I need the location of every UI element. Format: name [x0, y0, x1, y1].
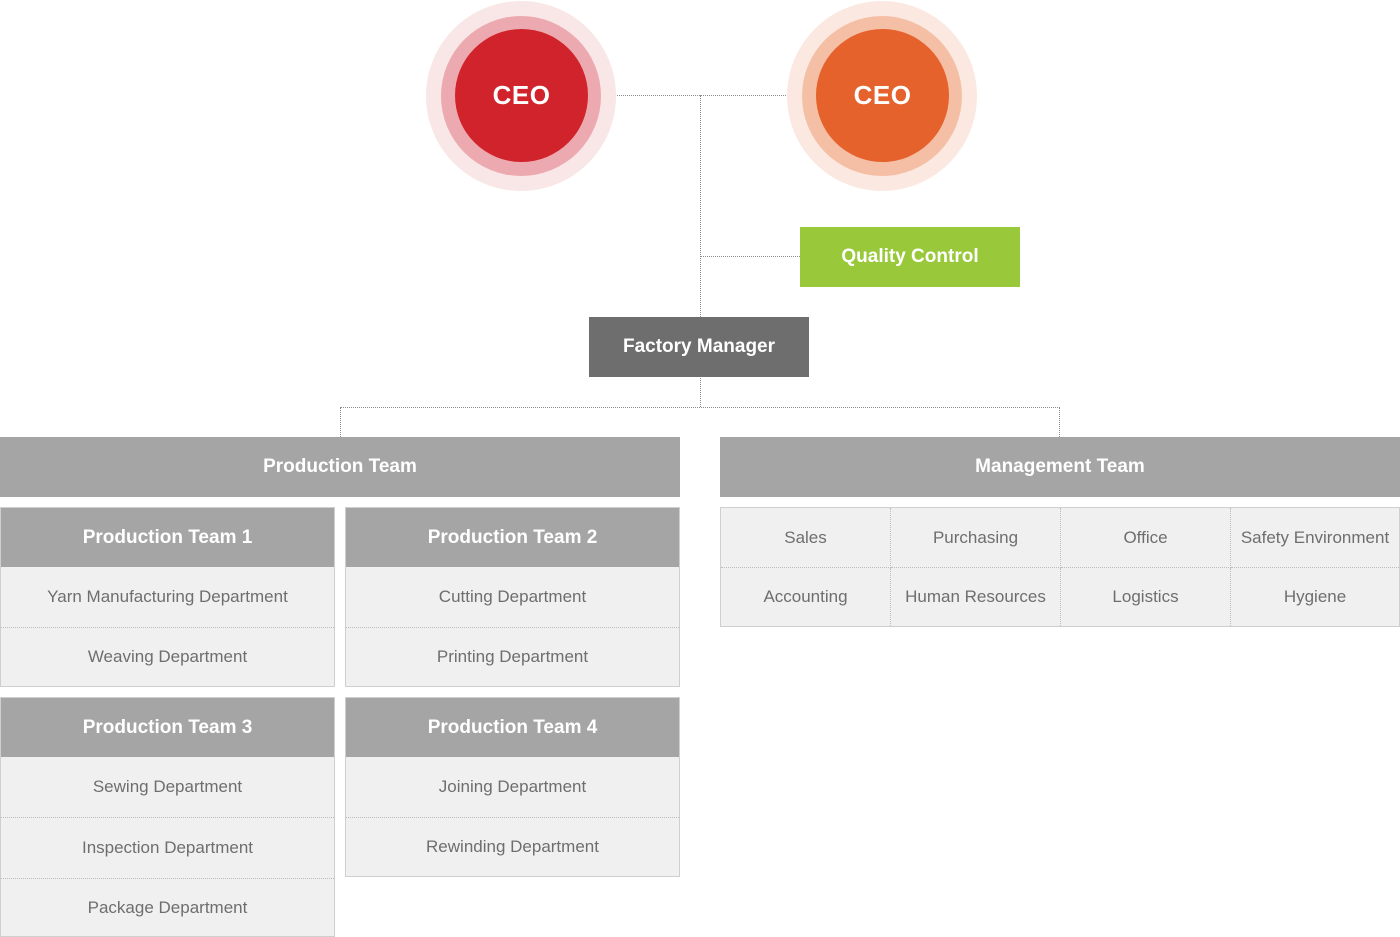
production-team-header: Production Team [0, 437, 680, 497]
ceo-label: CEO [455, 29, 588, 162]
department-cell: Sales [721, 508, 891, 568]
ceo-label: CEO [816, 29, 949, 162]
department-cell: Safety Environment [1231, 508, 1399, 568]
department-cell: Package Department [1, 879, 334, 936]
connector-ceo-link [590, 95, 816, 96]
department-cell: Rewinding Department [346, 818, 679, 876]
department-cell: Cutting Department [346, 567, 679, 628]
production-team-3-header: Production Team 3 [1, 698, 334, 757]
department-cell: Human Resources [891, 568, 1061, 626]
management-team-grid: Sales Purchasing Office Safety Environme… [720, 507, 1400, 627]
department-cell: Office [1061, 508, 1231, 568]
department-cell: Printing Department [346, 628, 679, 686]
department-cell: Accounting [721, 568, 891, 626]
production-team-1-header: Production Team 1 [1, 508, 334, 567]
production-team-1: Production Team 1 Yarn Manufacturing Dep… [0, 507, 335, 687]
department-cell: Hygiene [1231, 568, 1399, 626]
connector-management-team [1059, 407, 1060, 437]
factory-manager-box: Factory Manager [589, 317, 809, 377]
production-team-3: Production Team 3 Sewing Department Insp… [0, 697, 335, 937]
connector-production-team [340, 407, 341, 437]
department-cell: Joining Department [346, 757, 679, 818]
department-cell: Logistics [1061, 568, 1231, 626]
department-cell: Weaving Department [1, 628, 334, 686]
connector-teams-bar [340, 407, 1060, 408]
department-cell: Yarn Manufacturing Department [1, 567, 334, 628]
production-team-4: Production Team 4 Joining Department Rew… [345, 697, 680, 877]
department-cell: Inspection Department [1, 818, 334, 879]
connector-quality-control [700, 256, 800, 257]
management-team-header: Management Team [720, 437, 1400, 497]
production-team-2: Production Team 2 Cutting Department Pri… [345, 507, 680, 687]
connector-trunk [700, 95, 701, 407]
department-cell: Sewing Department [1, 757, 334, 818]
quality-control-box: Quality Control [800, 227, 1020, 287]
production-team-4-header: Production Team 4 [346, 698, 679, 757]
production-team-2-header: Production Team 2 [346, 508, 679, 567]
department-cell: Purchasing [891, 508, 1061, 568]
